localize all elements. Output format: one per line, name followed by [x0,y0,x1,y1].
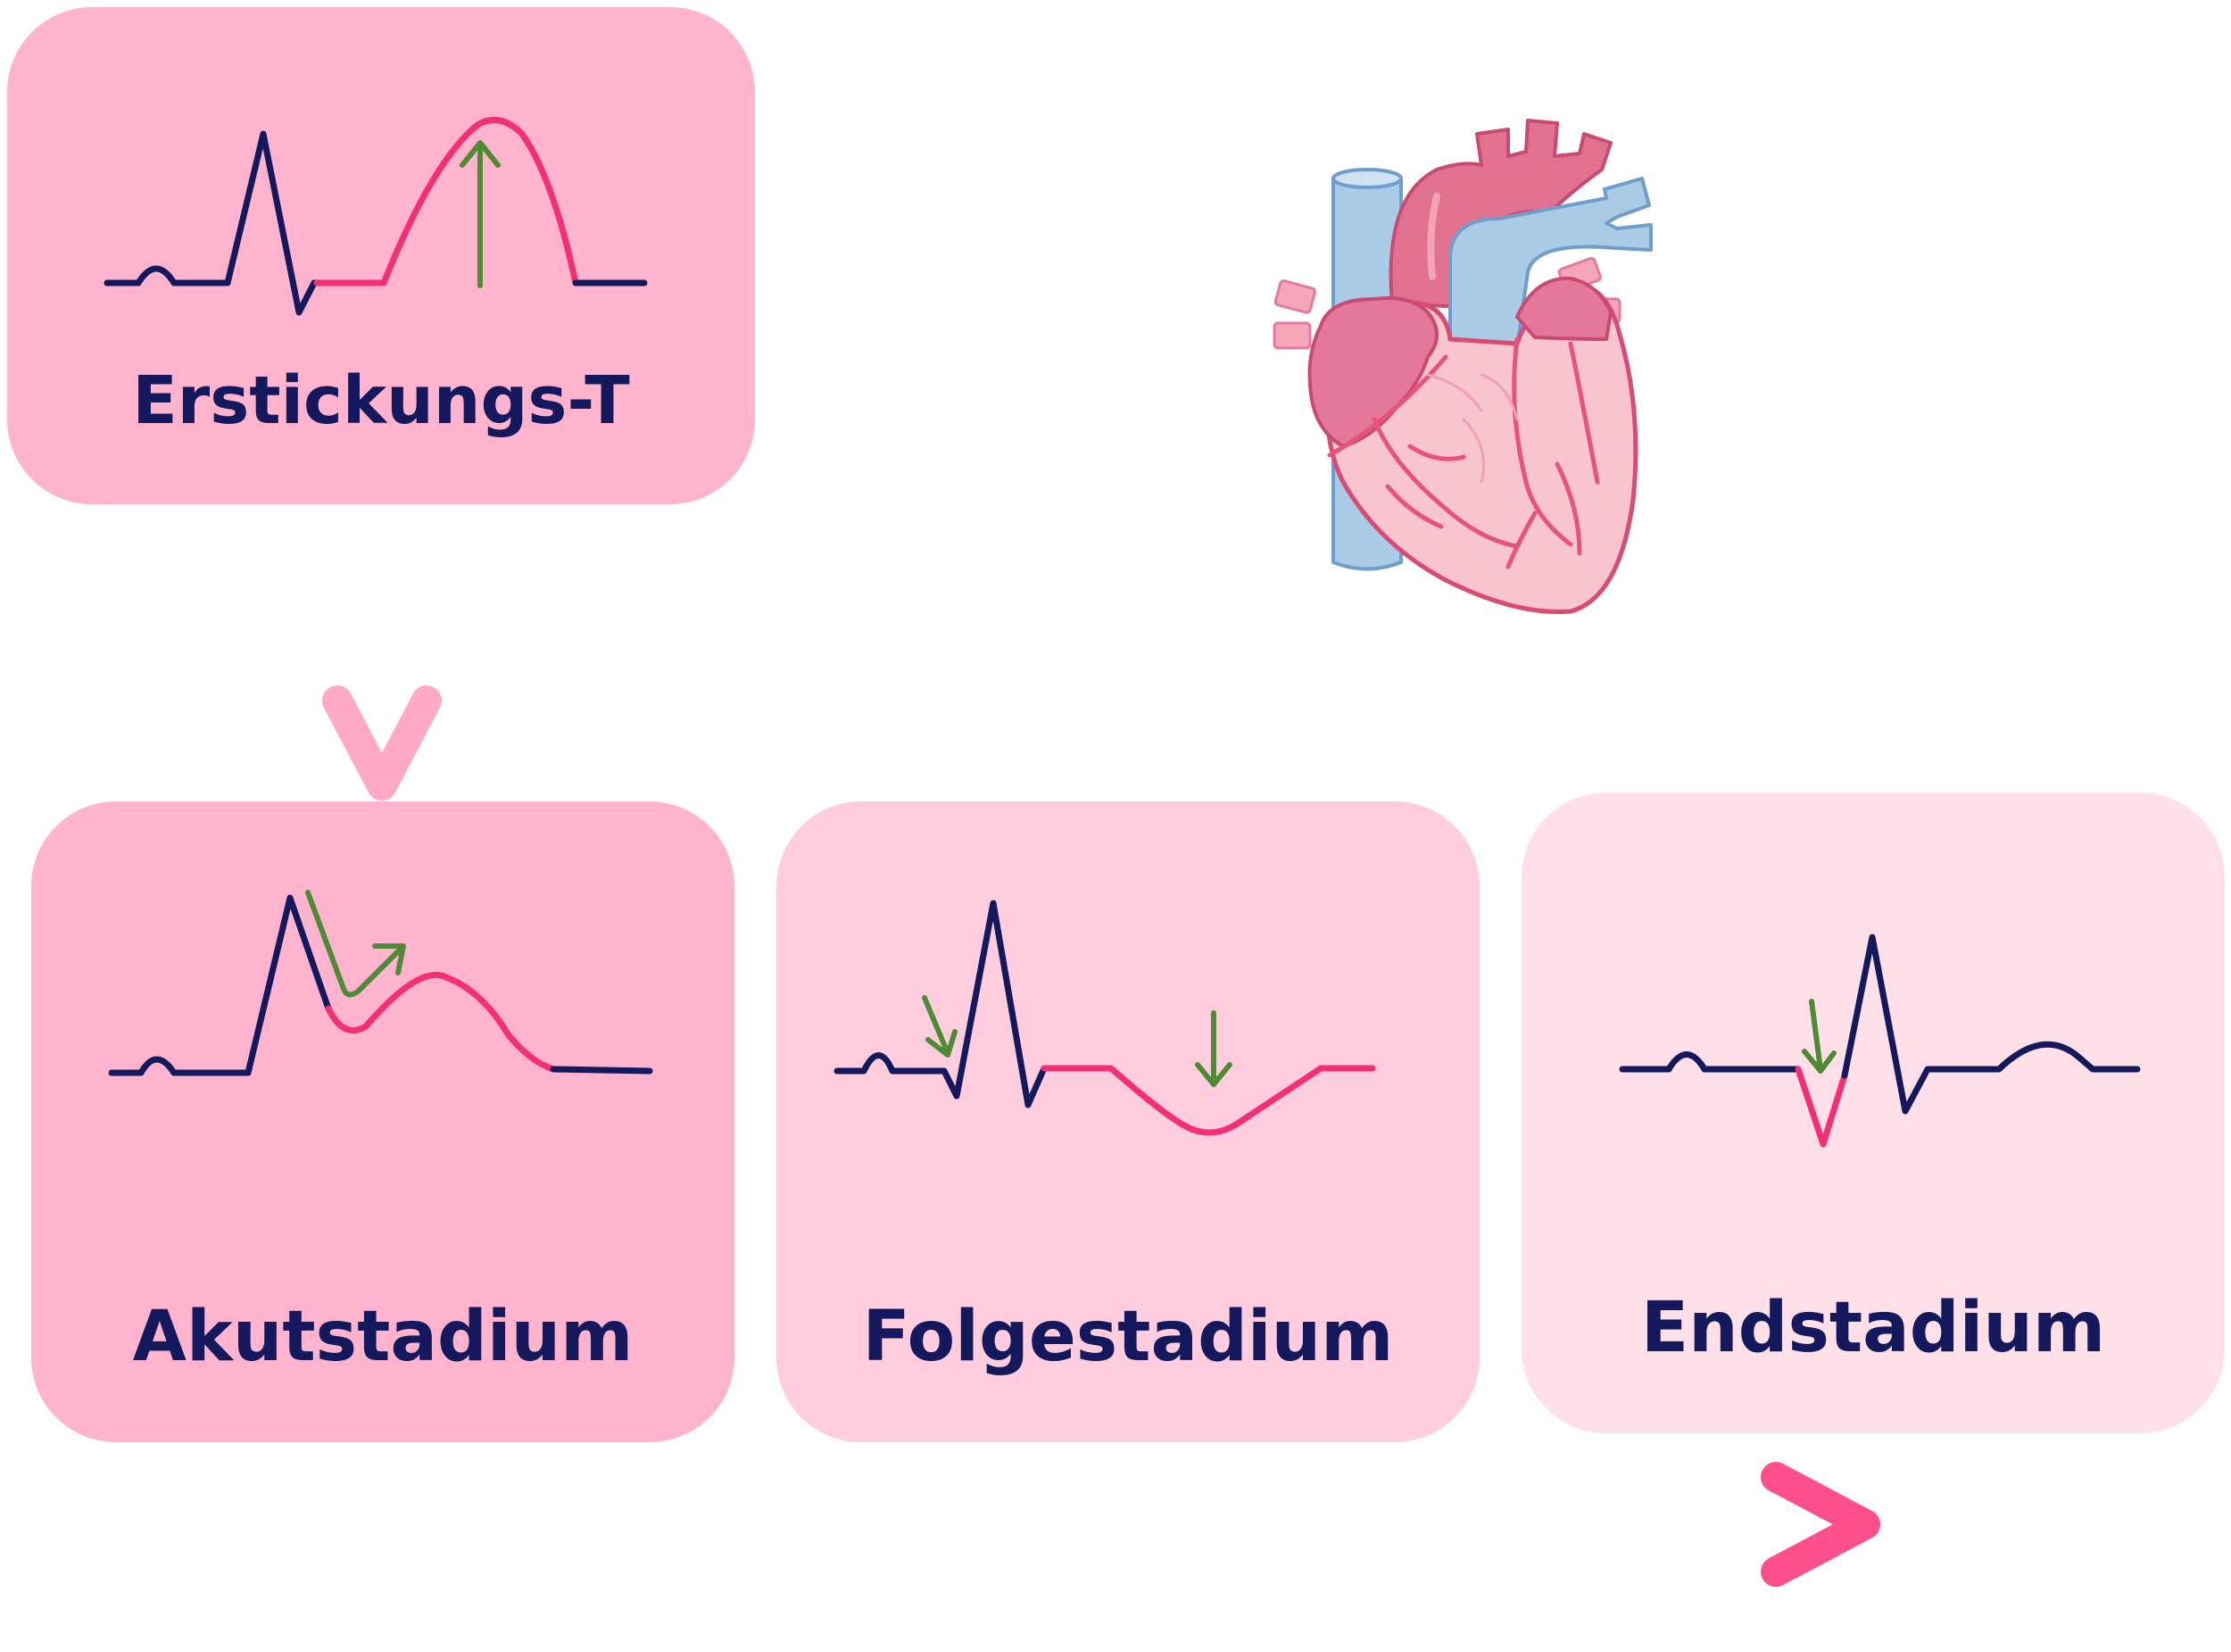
arrow-st-elevation-icon [305,890,406,998]
card-akutstadium: Akutstadium [31,801,734,1442]
label-folgestadium: Folgestadium [862,1297,1394,1377]
arrow-down-icon-right [1195,1010,1232,1087]
arrow-up-icon [460,140,501,288]
arrow-down-connector [322,489,442,801]
ecg-folgestadium [834,900,1376,1136]
ecg-erstickungs-t [104,116,648,316]
ecg-t-wave-highlight [313,116,579,286]
card-endstadium: Endstadium [1522,793,2225,1433]
arrow-down-icon-end [1802,999,1837,1074]
arrow-down-icon-left [922,995,958,1058]
label-erstickungs-t: Erstickungs-T [132,362,630,439]
ecg-trace-baseline [104,130,320,316]
card-erstickungs-t: Erstickungs-T [7,7,755,504]
ecg-akutstadium [108,890,653,1076]
heart-anatomy-icon [1273,119,1653,615]
progression-arrow [360,1462,1880,1587]
ecg-endstadium [1619,934,2141,1148]
label-endstadium: Endstadium [1640,1288,2106,1368]
card-folgestadium: Folgestadium [776,801,1480,1442]
label-akutstadium: Akutstadium [132,1297,634,1377]
